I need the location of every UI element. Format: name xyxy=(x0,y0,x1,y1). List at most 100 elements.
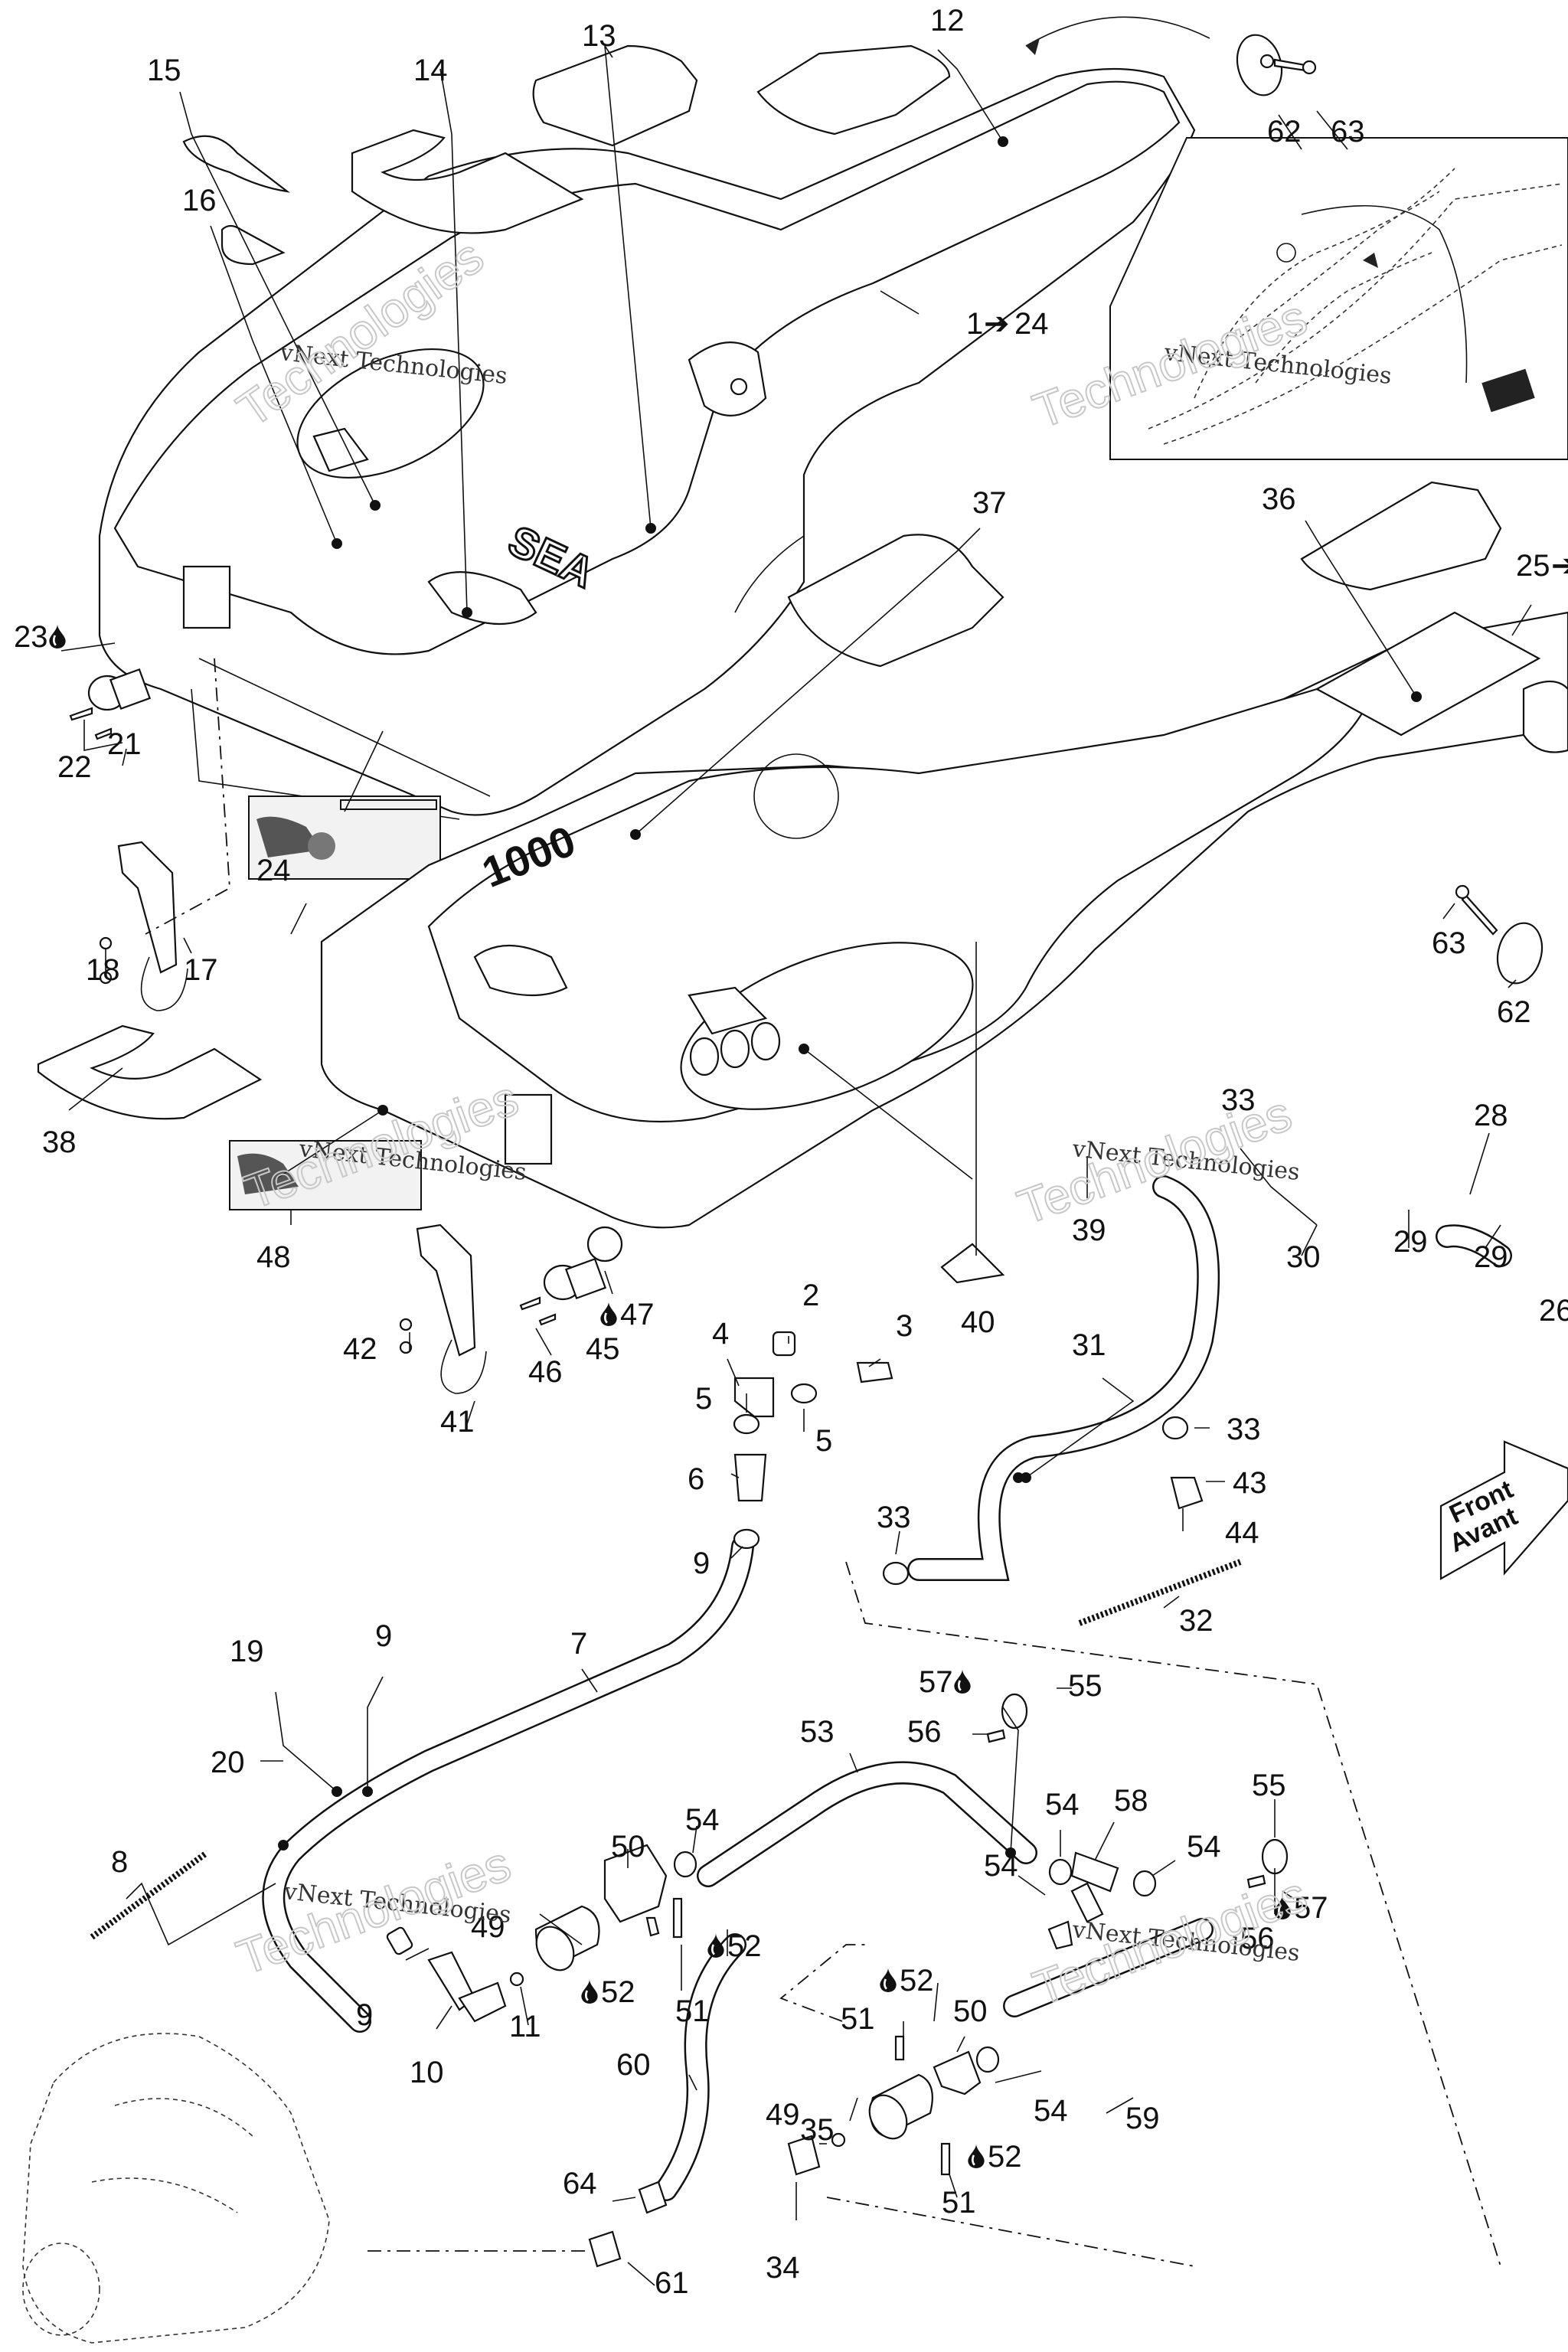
callout-22: 22 xyxy=(57,750,92,784)
sealant-drop-icon xyxy=(600,1302,617,1326)
fittings-left-cluster xyxy=(386,1844,697,2023)
callout-36: 36 xyxy=(1262,482,1296,516)
latch-hook-upper xyxy=(99,658,230,1011)
callout-37: 37 xyxy=(972,486,1007,520)
callout-29: 29 xyxy=(1474,1240,1508,1274)
hose-31 xyxy=(907,1175,1220,1581)
callout-50: 50 xyxy=(611,1830,645,1864)
callout-63: 63 xyxy=(1331,115,1365,149)
callout-18: 18 xyxy=(86,953,120,987)
range-from: 25 xyxy=(1516,549,1550,583)
warning-decal-48 xyxy=(229,1140,422,1210)
callout-14: 14 xyxy=(413,54,448,87)
callout-30: 30 xyxy=(1286,1240,1321,1274)
callout-57: 57 xyxy=(1294,1891,1328,1925)
callout-15: 15 xyxy=(147,54,181,87)
callout-11: 11 xyxy=(509,2010,541,2043)
callout-35: 35 xyxy=(800,2113,835,2147)
callout-54: 54 xyxy=(984,1849,1018,1883)
callout-59: 59 xyxy=(1125,2102,1160,2135)
spring-32 xyxy=(1078,1559,1242,1626)
callout-52: 52 xyxy=(727,1929,762,1963)
sealant-drop-icon xyxy=(49,624,66,648)
callout-45: 45 xyxy=(586,1332,620,1366)
callout-19: 19 xyxy=(230,1635,264,1668)
range-reference-25: 25 ➔ xyxy=(1516,549,1568,583)
range-from: 1 xyxy=(966,307,983,341)
range-to: 24 xyxy=(1014,307,1049,341)
callout-24: 24 xyxy=(256,854,291,887)
callout-49: 49 xyxy=(766,2098,800,2132)
callout-56: 56 xyxy=(907,1715,942,1749)
mats-upper xyxy=(182,44,951,266)
callout-5: 5 xyxy=(815,1424,832,1458)
callout-51: 51 xyxy=(841,2002,875,2036)
callout-40: 40 xyxy=(961,1305,995,1339)
callout-21: 21 xyxy=(107,727,142,761)
callout-52: 52 xyxy=(900,1964,934,1998)
sealant-drop-icon xyxy=(581,1979,598,2004)
callout-7: 7 xyxy=(570,1627,587,1661)
callout-31: 31 xyxy=(1072,1328,1106,1362)
fittings-2-6 xyxy=(733,1331,893,1550)
callout-33: 33 xyxy=(1227,1413,1261,1446)
range-arrow-icon: ➔ xyxy=(1551,549,1568,583)
clamps xyxy=(882,1416,1204,1586)
upper-storage-bin: SEA xyxy=(98,67,1196,820)
callout-26: 26 xyxy=(1539,1294,1568,1328)
routing-line-a xyxy=(845,1561,1501,2267)
sealant-drop-icon xyxy=(968,2144,985,2168)
callout-41: 41 xyxy=(440,1405,475,1439)
mats-lower xyxy=(37,481,1502,1284)
drain-plug-upper xyxy=(69,668,152,740)
callout-34: 34 xyxy=(766,2251,800,2285)
callout-57: 57 xyxy=(919,1665,953,1699)
callout-6: 6 xyxy=(688,1462,704,1496)
leader-lines xyxy=(60,45,1532,2286)
callout-10: 10 xyxy=(410,2056,444,2089)
fittings-right-cluster xyxy=(787,2035,1000,2176)
callout-55: 55 xyxy=(1068,1669,1102,1703)
callout-54: 54 xyxy=(685,1803,720,1837)
callout-5: 5 xyxy=(695,1382,712,1416)
hose-60 xyxy=(655,1933,746,2201)
callout-44: 44 xyxy=(1225,1516,1259,1550)
callout-58: 58 xyxy=(1114,1784,1148,1818)
sealant-drop-icon xyxy=(954,1669,971,1694)
callout-51: 51 xyxy=(675,1994,710,2028)
callout-23: 23 xyxy=(14,620,48,654)
routing-line-b xyxy=(779,1944,865,2022)
callout-29: 29 xyxy=(1393,1225,1428,1259)
callout-54: 54 xyxy=(1045,1788,1080,1821)
callout-55: 55 xyxy=(1252,1769,1286,1802)
hose-7 xyxy=(262,1535,754,2033)
callout-33: 33 xyxy=(1221,1083,1256,1117)
callout-63: 63 xyxy=(1432,926,1466,960)
routing-line-c xyxy=(826,2197,1195,2267)
callout-53: 53 xyxy=(800,1715,835,1749)
callout-4: 4 xyxy=(712,1317,729,1351)
spring-8 xyxy=(90,1850,209,1940)
front-direction-arrow: Front Avant xyxy=(1439,1440,1568,1580)
callout-8: 8 xyxy=(111,1845,128,1879)
sealant-drop-icon xyxy=(880,1968,897,1992)
callout-13: 13 xyxy=(582,19,616,53)
callout-46: 46 xyxy=(528,1355,563,1389)
drain-plug-lower xyxy=(519,1257,607,1326)
lower-storage-bin: 1000 xyxy=(320,611,1568,1263)
callout-52: 52 xyxy=(601,1975,635,2009)
sealant-drop-icon xyxy=(707,1933,724,1958)
jet-pump xyxy=(22,2033,330,2344)
callout-12: 12 xyxy=(930,4,965,38)
hose-53 xyxy=(697,1761,1037,1887)
callout-9: 9 xyxy=(375,1619,392,1653)
callout-28: 28 xyxy=(1474,1099,1508,1132)
callout-38: 38 xyxy=(42,1125,77,1159)
range-arrow-icon: ➔ xyxy=(984,307,1010,341)
callout-17: 17 xyxy=(184,953,218,987)
callout-42: 42 xyxy=(343,1332,377,1366)
callout-43: 43 xyxy=(1233,1466,1267,1500)
callout-20: 20 xyxy=(211,1746,245,1779)
drain-cap-assembly-lower xyxy=(1455,884,1544,985)
